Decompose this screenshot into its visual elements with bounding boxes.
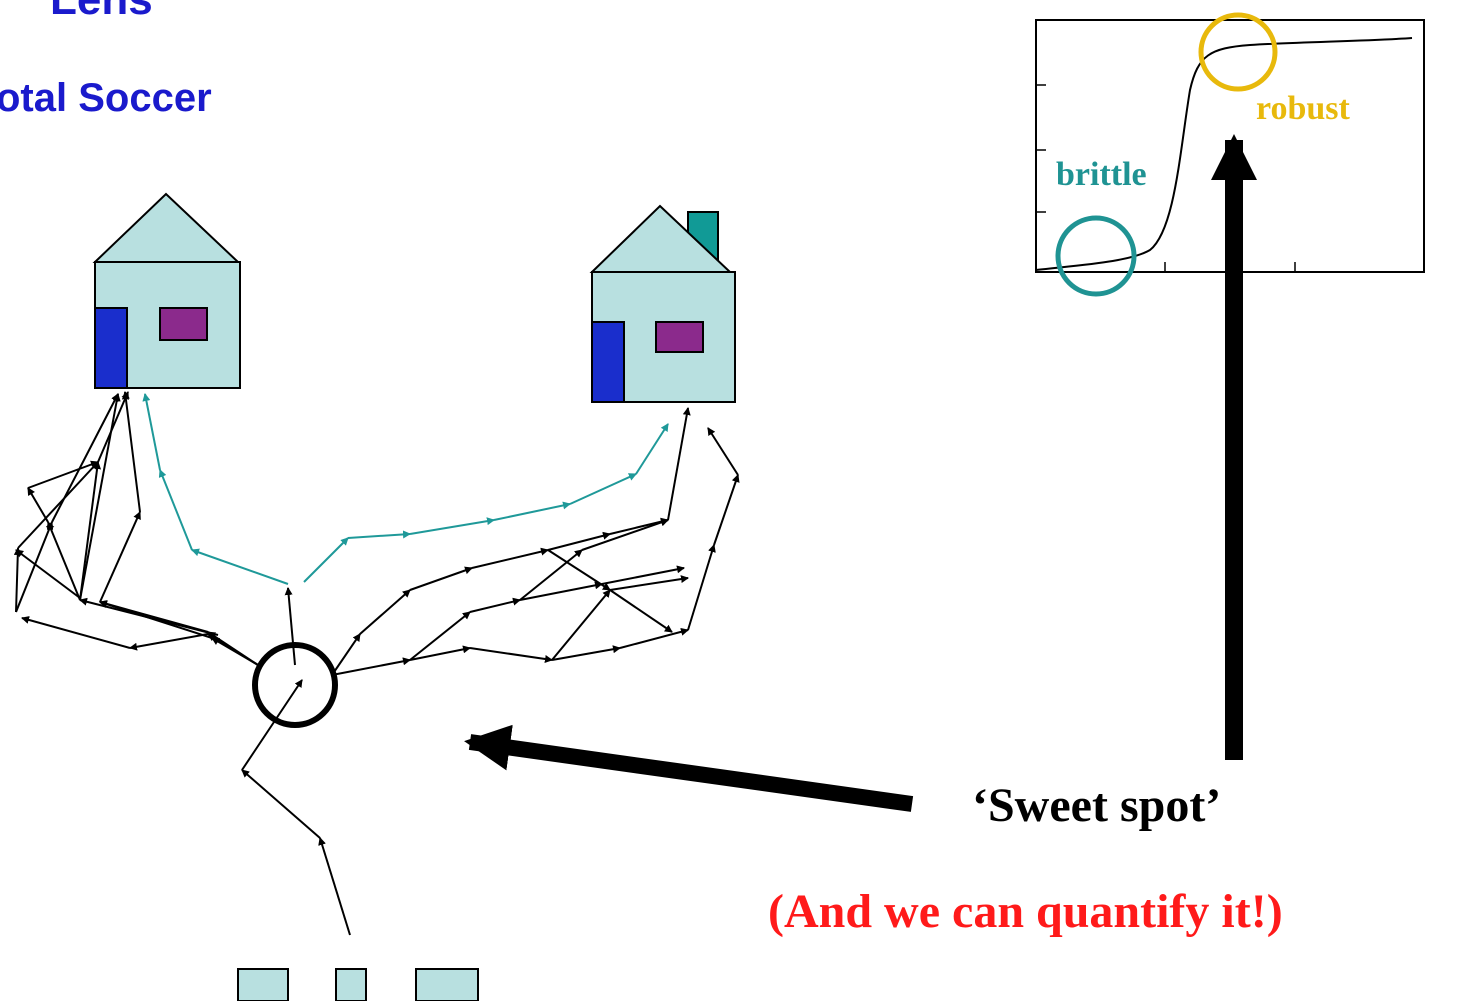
source-box-3 [415, 968, 479, 1001]
network-black-edge [97, 391, 129, 463]
network-black-edge [27, 460, 99, 489]
network-black-edge [547, 531, 611, 551]
network-black-edge [519, 549, 583, 601]
network-black-edge [469, 597, 521, 613]
network-black-edge [99, 511, 141, 603]
network-black-edge [284, 587, 296, 666]
network-black-edge [619, 627, 689, 649]
network-black-edge [15, 521, 54, 613]
network-black-edge [713, 474, 740, 546]
network-black-edge [241, 769, 321, 839]
house-right-door [591, 321, 625, 403]
network-black-edge [79, 461, 102, 601]
teal-path-edges [142, 393, 669, 585]
network-edges [13, 391, 740, 936]
network-black-edge [469, 647, 553, 663]
network-black-edge [121, 391, 141, 513]
network-black-edge [609, 575, 689, 591]
network-black-edge [27, 487, 49, 523]
network-teal-edge [158, 469, 193, 551]
network-black-edge [17, 461, 99, 549]
network-black-edge [667, 407, 691, 521]
robust-circle [1198, 12, 1278, 92]
slide-title: otal Soccer [0, 76, 212, 120]
network-teal-edge [409, 517, 495, 535]
network-black-edge [79, 597, 219, 636]
network-black-edge [46, 521, 81, 601]
network-teal-edge [347, 530, 411, 539]
title-fragment-top: Lens [50, 0, 153, 22]
source-box-2 [335, 968, 367, 1001]
network-black-edge [318, 837, 351, 936]
network-black-edge [551, 589, 611, 661]
network-black-edge [687, 544, 716, 631]
network-teal-edge [191, 548, 289, 585]
network-black-edge [359, 589, 411, 635]
network-black-edge [707, 427, 739, 476]
sigmoid-curve [1035, 37, 1413, 271]
network-black-edge [241, 679, 303, 771]
network-black-edge [79, 393, 121, 601]
source-boxes [237, 968, 479, 1001]
network-teal-edge [635, 423, 669, 475]
network-black-edge [551, 645, 621, 661]
network-black-edge [409, 566, 473, 591]
network-black-edge [331, 633, 361, 676]
network-black-edge [331, 657, 411, 676]
network-black-edge [409, 645, 471, 661]
source-box-1 [237, 968, 289, 1001]
house-left-window [159, 307, 208, 341]
network-teal-edge [569, 473, 637, 505]
house-left-roof [92, 192, 241, 263]
quantify-label: (And we can quantify it!) [768, 885, 1283, 938]
brittle-circle [1055, 215, 1137, 297]
network-teal-edge [493, 501, 571, 521]
sweet-spot-label: ‘Sweet spot’ [972, 779, 1222, 832]
sweet-spot-network-circle [252, 642, 338, 728]
network-teal-edge [303, 537, 349, 583]
network-black-edge [15, 549, 81, 599]
network-black-edge [211, 637, 259, 666]
network-black-edge [519, 581, 603, 601]
network-black-edge [547, 549, 611, 591]
network-black-edge [601, 565, 685, 585]
house-left-door [94, 307, 128, 389]
network-black-edge [21, 616, 131, 649]
house-left [92, 192, 241, 389]
network-black-edge [129, 633, 209, 651]
network-black-edge [471, 547, 549, 569]
network-black-edge [51, 393, 119, 523]
big-arrow-left [464, 724, 914, 812]
robust-label: robust [1256, 90, 1350, 127]
network-black-edge [13, 547, 22, 613]
house-right [589, 204, 736, 403]
network-black-edge [409, 611, 471, 661]
network-black-edge [581, 518, 669, 551]
brittle-label: brittle [1056, 156, 1147, 193]
house-right-window [655, 321, 704, 353]
network-teal-edge [142, 393, 161, 471]
network-black-edge [609, 589, 673, 633]
